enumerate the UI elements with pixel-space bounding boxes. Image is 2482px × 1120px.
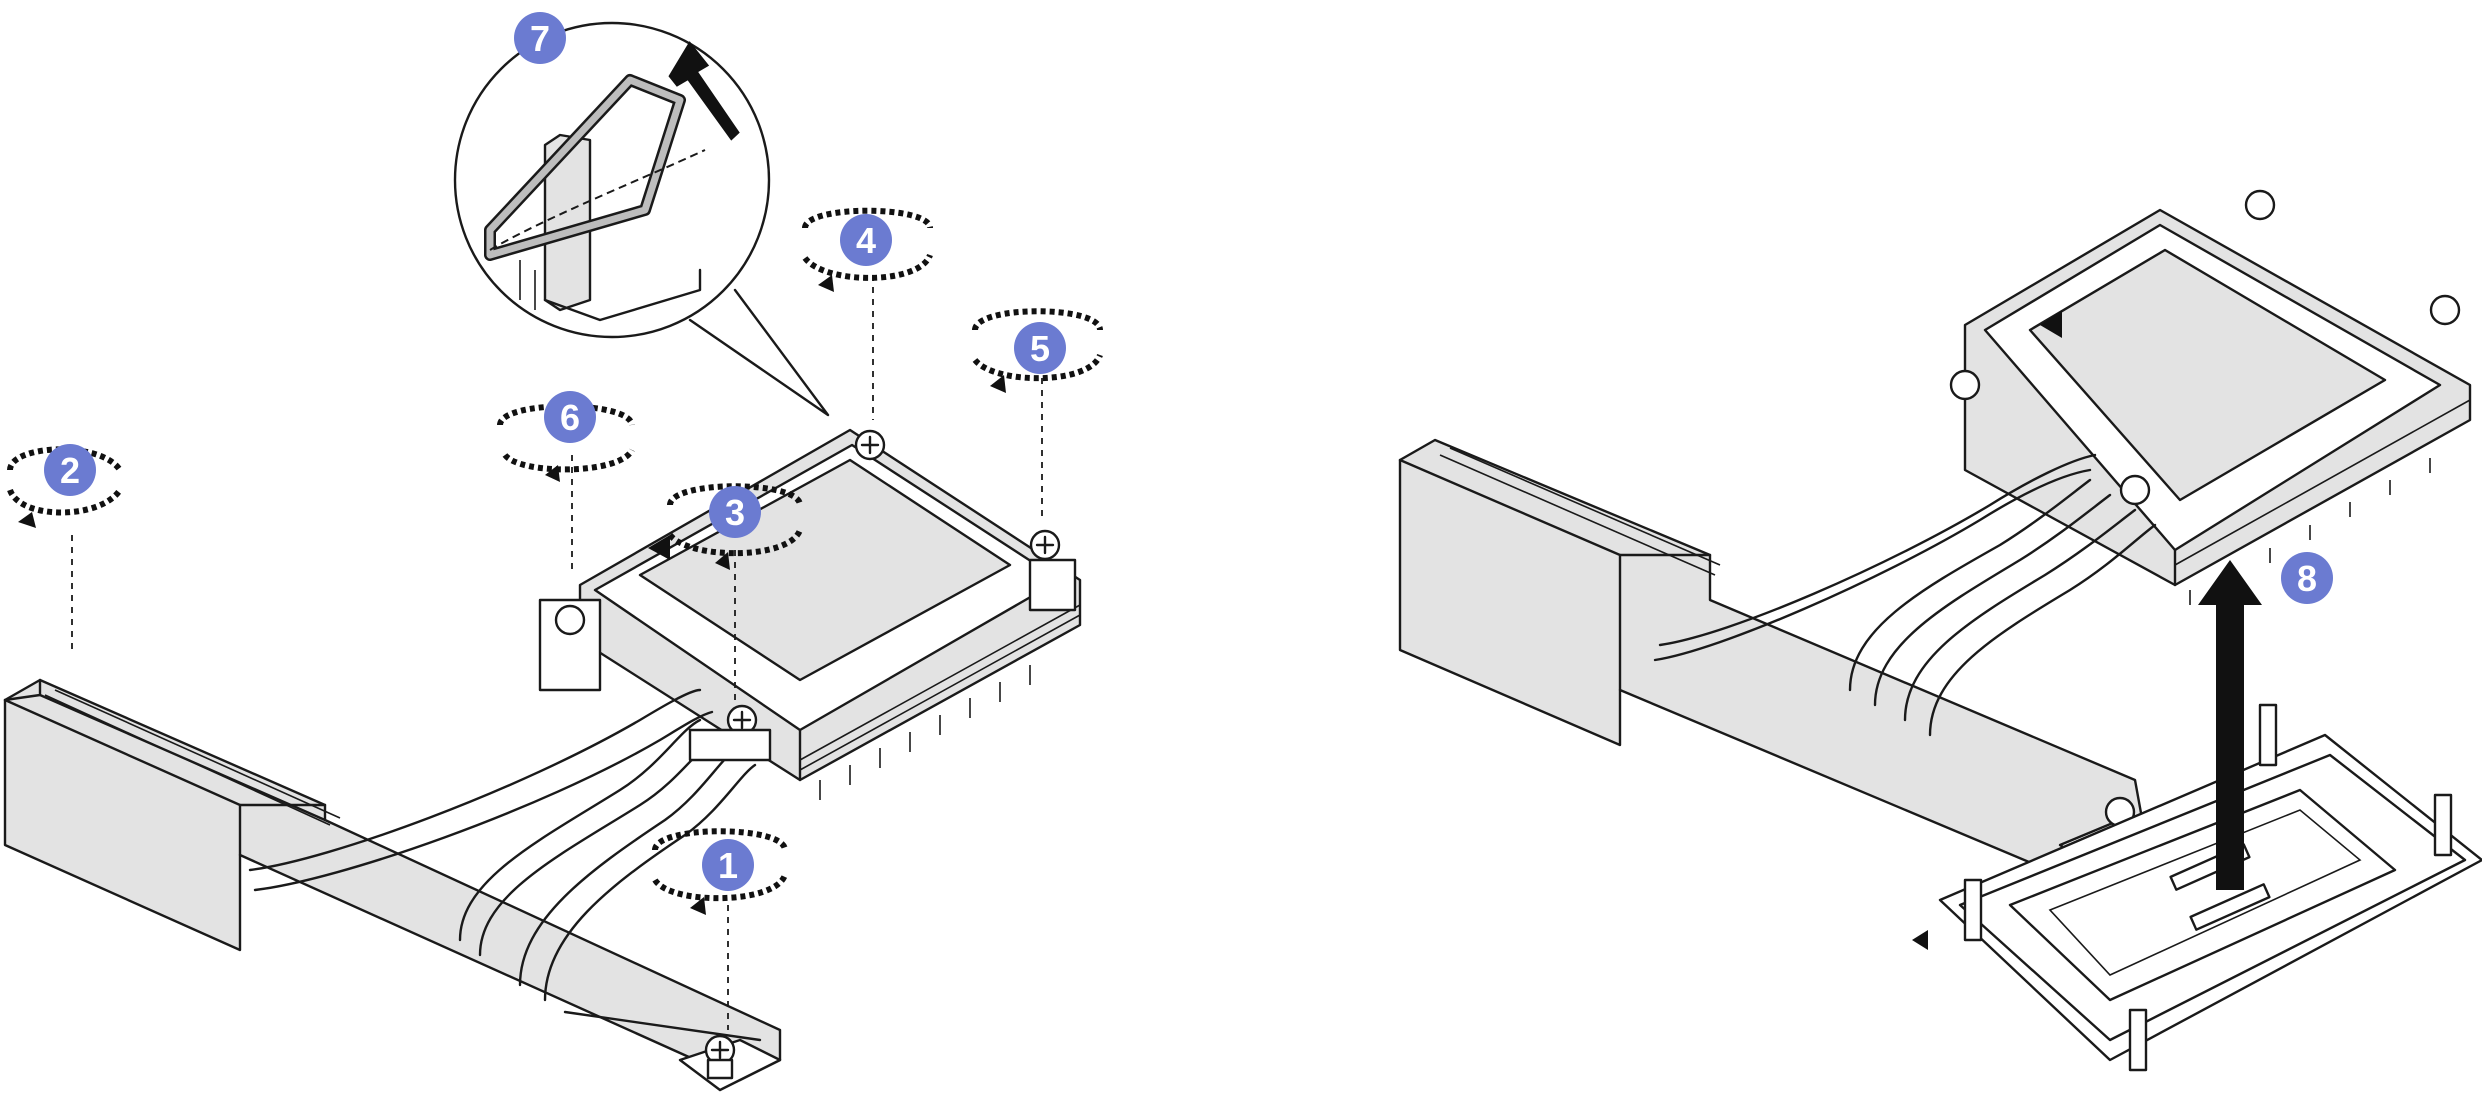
- callout-2: 2: [44, 444, 96, 496]
- rotate-arrow-icon: [802, 207, 933, 292]
- left-heat-pipes: [248, 688, 762, 1042]
- left-cpu-heatsink-block: [578, 428, 1082, 800]
- magnified-detail-view: [453, 21, 830, 417]
- lift-arrow-icon: [2198, 560, 2262, 890]
- callout-7: 7: [514, 12, 566, 64]
- svg-text:6: 6: [560, 397, 580, 438]
- svg-text:2: 2: [60, 450, 80, 491]
- right-cpu-heatsink-block: [1949, 189, 2472, 605]
- rotate-arrow-icons: [7, 207, 1103, 915]
- rotate-arrow-icon: [652, 828, 788, 915]
- svg-text:4: 4: [856, 220, 876, 261]
- right-cpu-socket-frame: [1912, 703, 2482, 1072]
- svg-text:3: 3: [725, 492, 745, 533]
- svg-text:8: 8: [2297, 558, 2317, 599]
- svg-text:1: 1: [718, 845, 738, 886]
- callout-8: 8: [2281, 552, 2333, 604]
- svg-text:7: 7: [530, 18, 550, 59]
- rotate-arrow-icon: [497, 403, 635, 482]
- right-heatsink-assembly: [1398, 189, 2482, 1072]
- left-screw-brackets: [538, 429, 1077, 1092]
- right-heat-pipes: [1653, 453, 2157, 737]
- left-radiator: [3, 678, 782, 1082]
- lift-arrow-icon: [668, 41, 740, 141]
- callout-6: 6: [544, 391, 596, 443]
- triangle-marker-icon: [2040, 310, 2062, 338]
- left-heatsink-assembly: [3, 21, 1103, 1092]
- callout-5: 5: [1014, 322, 1066, 374]
- callout-3: 3: [709, 486, 761, 538]
- svg-text:5: 5: [1030, 328, 1050, 369]
- callout-4: 4: [840, 214, 892, 266]
- rotate-arrow-icon: [972, 308, 1103, 393]
- triangle-marker-icon: [648, 535, 670, 560]
- rotate-arrow-icon: [667, 483, 803, 570]
- triangle-marker-icon: [1912, 930, 1928, 950]
- callout-1: 1: [702, 839, 754, 891]
- left-guide-lines: [71, 275, 1043, 1030]
- callout-badges: 1 2 3 4 5 6 7 8: [44, 12, 2333, 891]
